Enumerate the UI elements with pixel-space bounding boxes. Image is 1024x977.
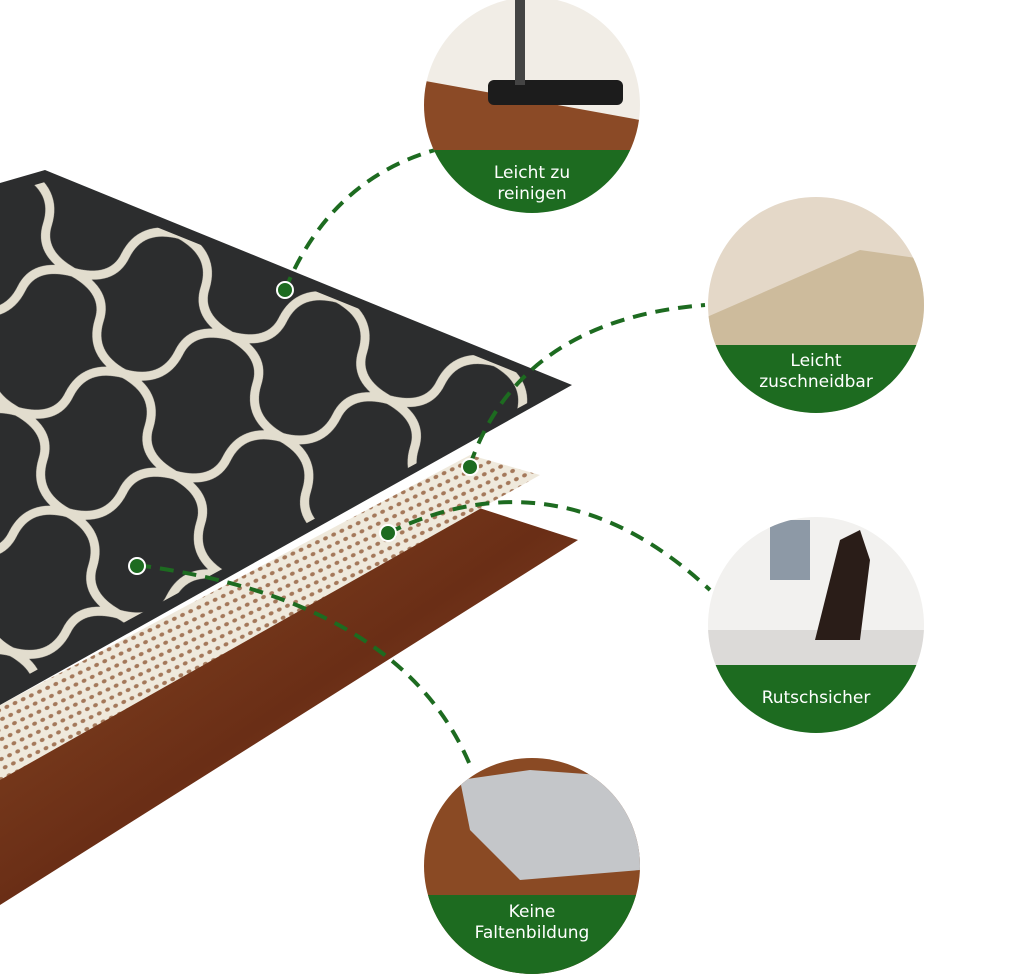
feature-label-line1: Leicht (790, 351, 841, 371)
feature-label-line1: Leicht zu (494, 163, 570, 183)
feature-label-line2: reinigen (497, 184, 566, 204)
scissors-photo-icon (708, 250, 924, 345)
wood-floor (0, 505, 578, 905)
feature-label-line1: Rutschsicher (762, 688, 871, 708)
feature-label-line2: Faltenbildung (475, 923, 590, 943)
connector-lines (136, 148, 712, 766)
feature-easy-cut: Leicht zuschneidbar (708, 197, 924, 413)
anti-slip-pad (0, 455, 540, 780)
folded-rug-photo-icon (460, 770, 640, 880)
feature-non-slip: Rutschsicher (708, 517, 924, 733)
dog-photo-icon (815, 530, 870, 640)
feature-no-wrinkles: Keine Faltenbildung (424, 758, 640, 974)
feature-label-line2: zuschneidbar (759, 372, 873, 392)
feature-label-line1: Keine (509, 902, 556, 922)
connector-dots (128, 281, 479, 575)
vacuum-photo-icon (488, 80, 623, 105)
feature-easy-clean: Leicht zu reinigen (424, 0, 640, 213)
